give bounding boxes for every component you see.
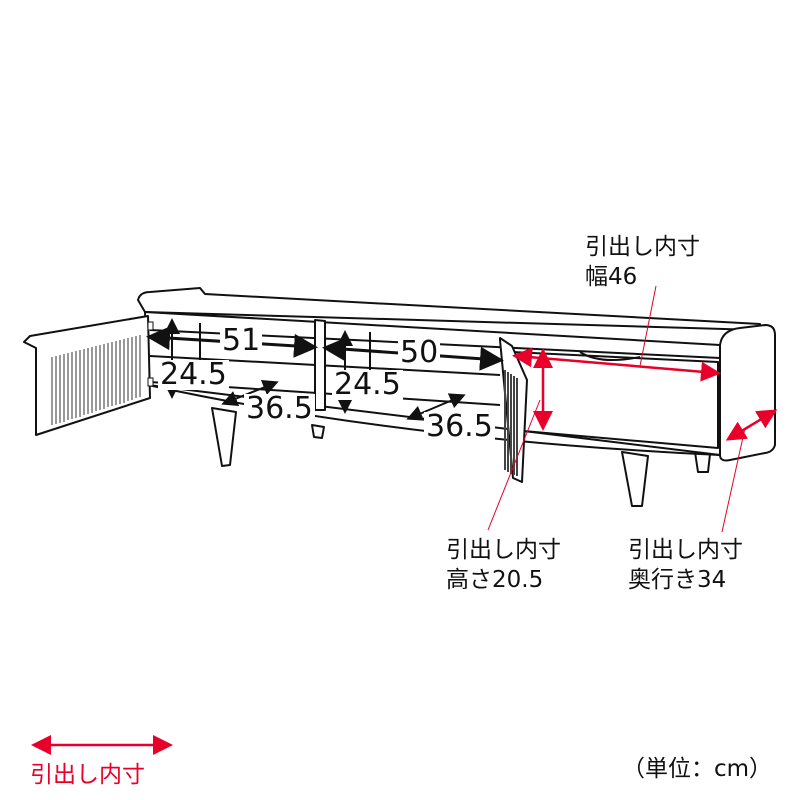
leg-center: [311, 424, 325, 439]
label-center-width: 50: [398, 335, 441, 370]
drawer-width-note: 引出し内寸 幅46: [585, 232, 700, 292]
leg-right: [621, 451, 649, 507]
label-left-width: 51: [220, 323, 263, 358]
note-title: 引出し内寸: [446, 537, 561, 563]
note-title: 引出し内寸: [585, 234, 700, 260]
label-center-height: 24.5: [332, 367, 403, 402]
hinge: [147, 377, 154, 387]
note-title: 引出し内寸: [628, 537, 743, 563]
label-left-height: 24.5: [158, 357, 229, 392]
drawer-height-note: 引出し内寸 高さ20.5: [446, 535, 561, 595]
door-louvres: [51, 335, 518, 476]
note-value: 奥行き34: [628, 567, 727, 593]
label-center-depth: 36.5: [424, 409, 495, 444]
label-left-depth: 36.5: [244, 391, 315, 426]
note-value: 高さ20.5: [446, 567, 544, 593]
hinge: [147, 321, 154, 331]
leader-width: [639, 285, 657, 367]
arrow-drawer-depth: [725, 409, 778, 441]
legend-label: 引出し内寸: [30, 762, 145, 788]
arrow-center-depth: [406, 393, 466, 421]
arrow-left-depth: [221, 380, 279, 406]
leg-left: [211, 407, 237, 467]
leader-depth: [721, 427, 746, 533]
divider: [314, 319, 326, 411]
drawer-depth-note: 引出し内寸 奥行き34: [628, 535, 743, 595]
note-value: 幅46: [585, 264, 638, 290]
unit-note: （単位：cm）: [622, 756, 773, 782]
leader-height: [487, 399, 541, 531]
left-door: [23, 315, 151, 436]
side-panel: [719, 324, 776, 462]
